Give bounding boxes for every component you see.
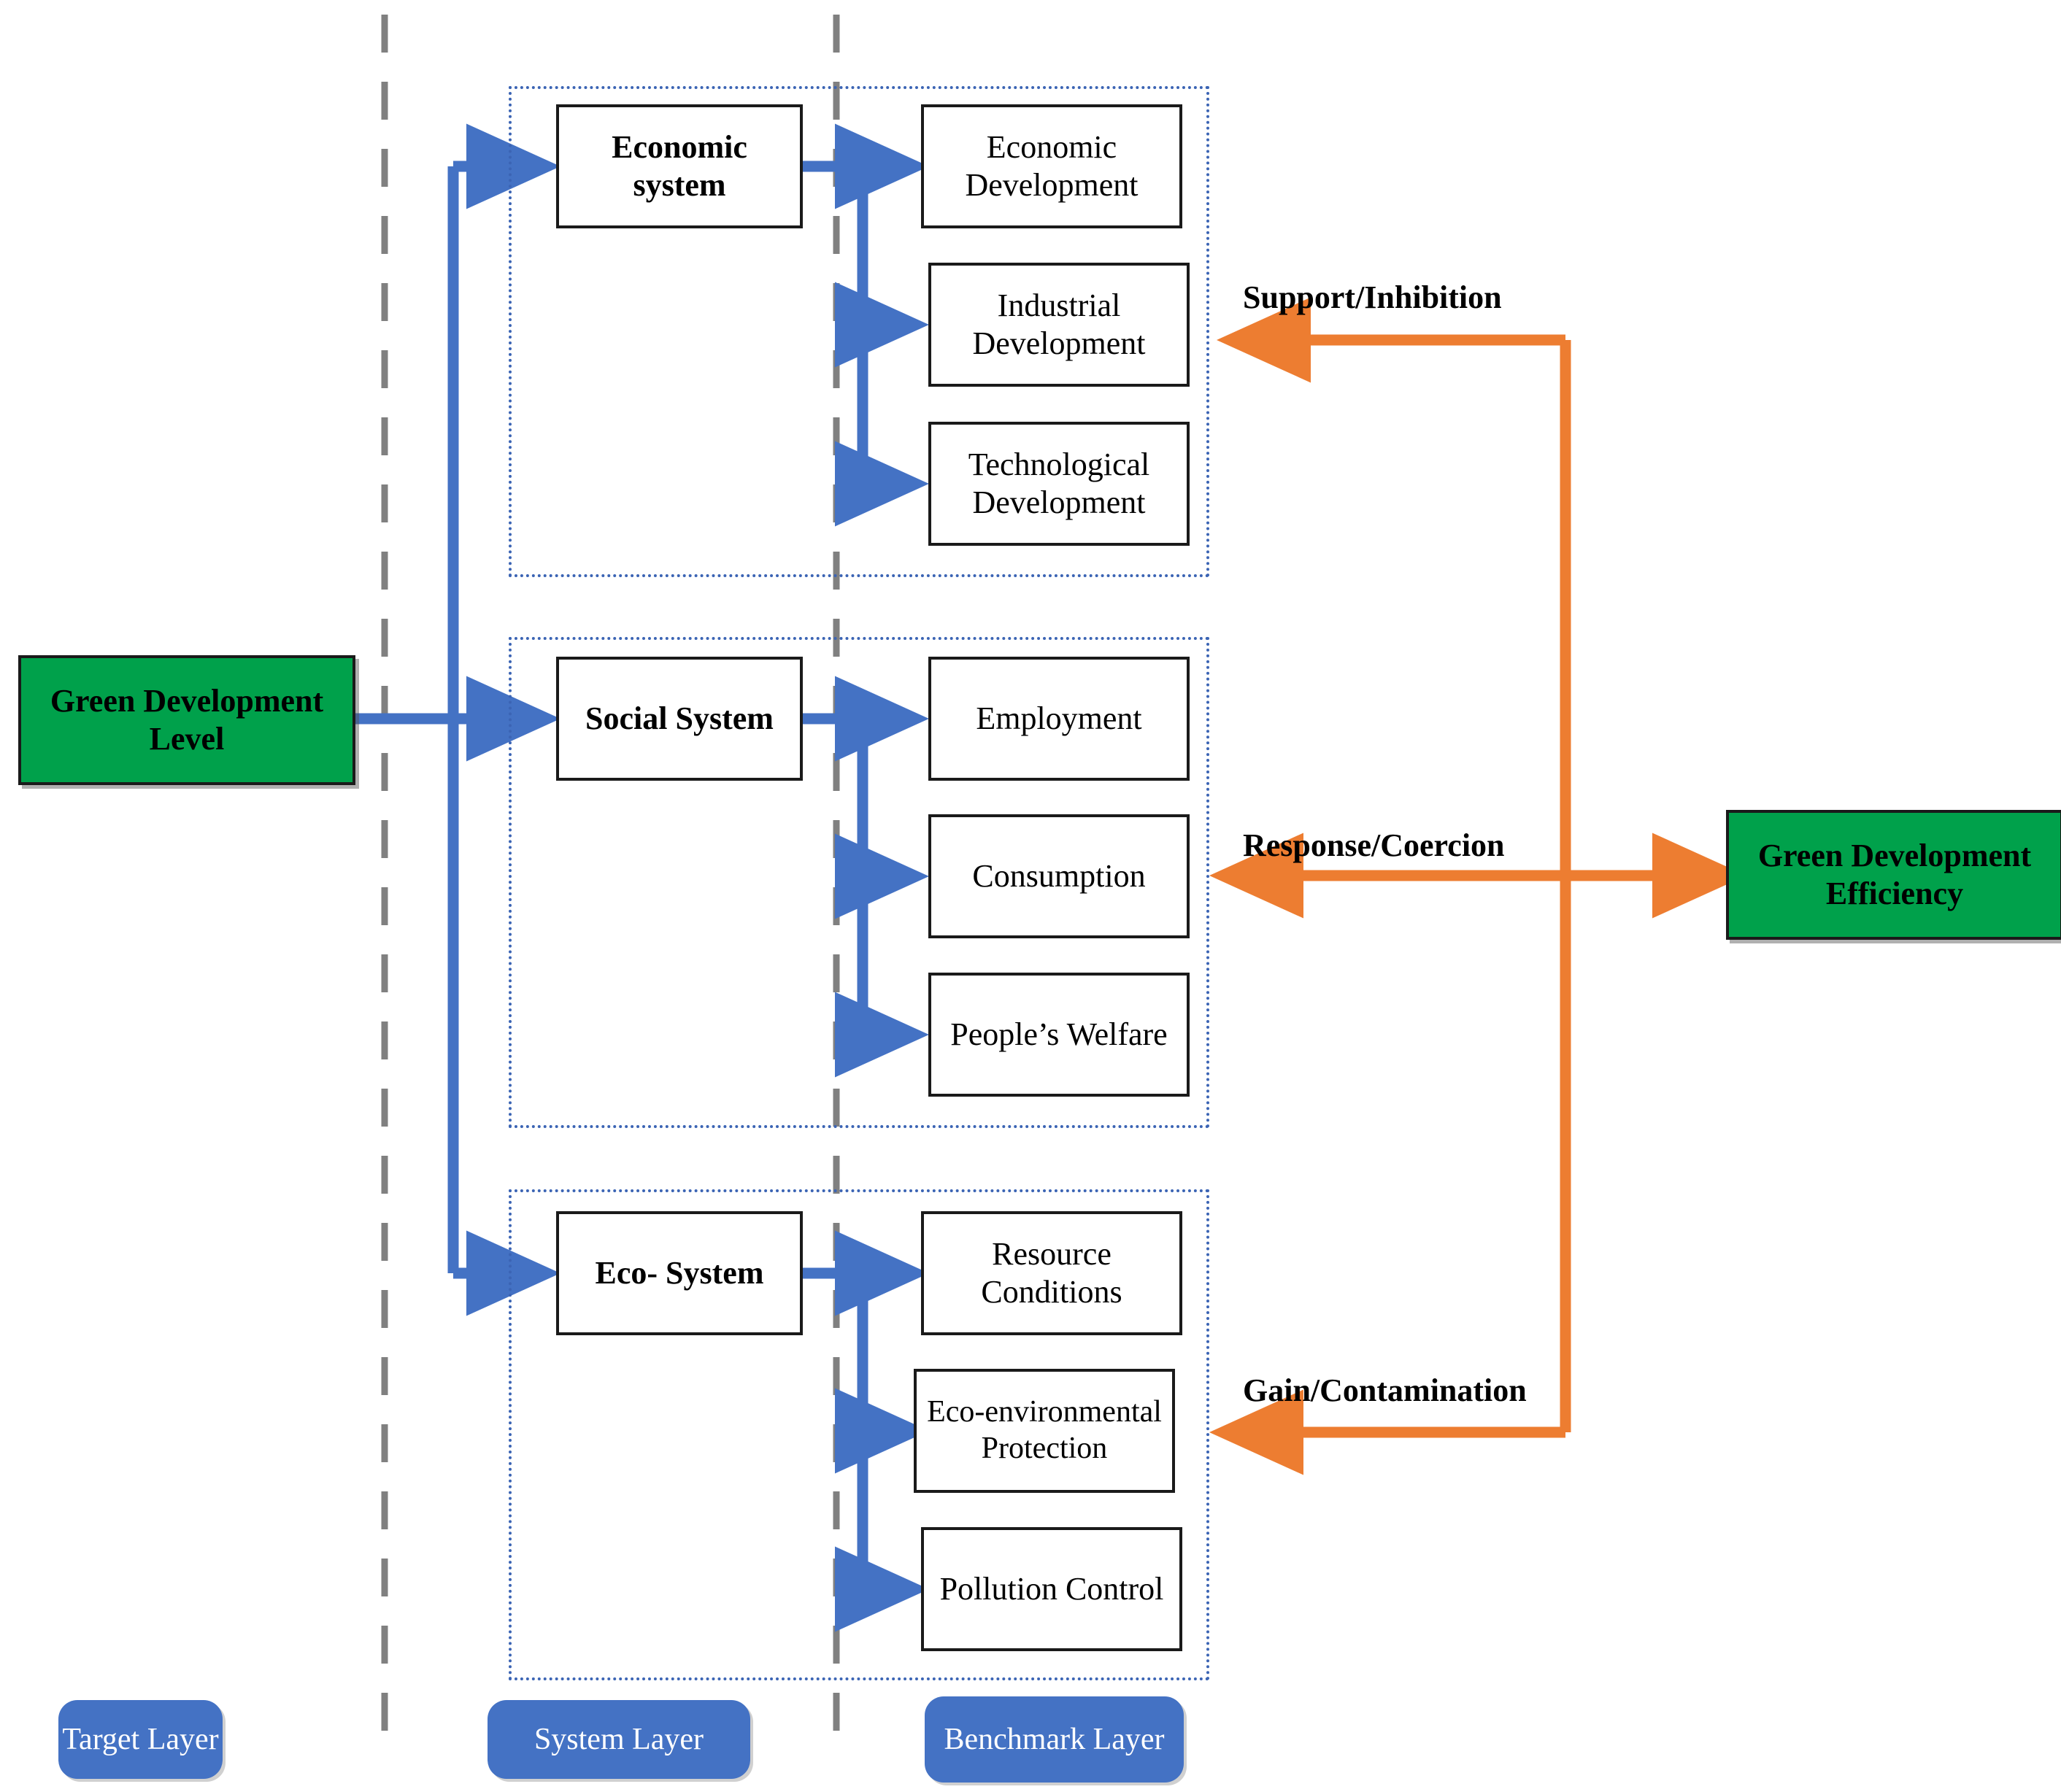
benchmark-node-technological-development[interactable]: Technological Development — [928, 422, 1190, 546]
outcome-node-green-development-efficiency[interactable]: Green Development Efficiency — [1726, 810, 2061, 940]
benchmark-node-label: Pollution Control — [939, 1571, 1164, 1607]
layer-pill-label: Target Layer — [62, 1722, 219, 1756]
layer-pill-label: Benchmark Layer — [944, 1722, 1165, 1756]
benchmark-node-label: Resource Conditions — [981, 1236, 1122, 1310]
benchmark-node-label: Industrial Development — [972, 287, 1146, 361]
layer-pill-target[interactable]: Target Layer — [58, 1700, 223, 1779]
edge-label-response-coercion: Response/Coercion — [1243, 827, 1505, 863]
system-node-label: Economic system — [612, 129, 747, 203]
layer-pill-benchmark[interactable]: Benchmark Layer — [925, 1696, 1184, 1783]
system-node-eco[interactable]: Eco- System — [556, 1211, 803, 1335]
benchmark-node-eco-environmental-protection[interactable]: Eco-environmental Protection — [914, 1369, 1175, 1493]
benchmark-node-resource-conditions[interactable]: Resource Conditions — [921, 1211, 1182, 1335]
benchmark-node-label: Technological Development — [968, 447, 1150, 520]
benchmark-node-label: Consumption — [972, 858, 1146, 895]
edge-label-gain-contamination: Gain/Contamination — [1243, 1372, 1527, 1408]
benchmark-node-peoples-welfare[interactable]: People’s Welfare — [928, 973, 1190, 1097]
group-frame-economic — [509, 86, 1209, 577]
layer-pill-label: System Layer — [533, 1722, 704, 1756]
benchmark-node-label: Economic Development — [965, 129, 1139, 203]
layer-pill-system[interactable]: System Layer — [488, 1700, 750, 1779]
system-node-economic[interactable]: Economic system — [556, 104, 803, 228]
benchmark-node-label: People’s Welfare — [950, 1016, 1168, 1053]
benchmark-node-industrial-development[interactable]: Industrial Development — [928, 263, 1190, 387]
system-node-social[interactable]: Social System — [556, 657, 803, 781]
outcome-node-label: Green Development Efficiency — [1757, 838, 2032, 911]
system-node-label: Eco- System — [595, 1255, 764, 1291]
edge-label-support-inhibition: Support/Inhibition — [1243, 279, 1502, 315]
benchmark-node-pollution-control[interactable]: Pollution Control — [921, 1527, 1182, 1651]
benchmark-node-label: Eco-environmental Protection — [927, 1395, 1162, 1465]
benchmark-node-economic-development[interactable]: Economic Development — [921, 104, 1182, 228]
target-node-green-development-level[interactable]: Green Development Level — [18, 655, 355, 785]
group-frame-social — [509, 637, 1209, 1128]
benchmark-node-consumption[interactable]: Consumption — [928, 814, 1190, 938]
group-frame-eco — [509, 1189, 1209, 1680]
benchmark-node-label: Employment — [976, 700, 1142, 737]
target-node-label: Green Development Level — [50, 683, 324, 757]
system-node-label: Social System — [585, 700, 774, 737]
feedback-connector-network — [1209, 297, 1746, 1475]
benchmark-node-employment[interactable]: Employment — [928, 657, 1190, 781]
